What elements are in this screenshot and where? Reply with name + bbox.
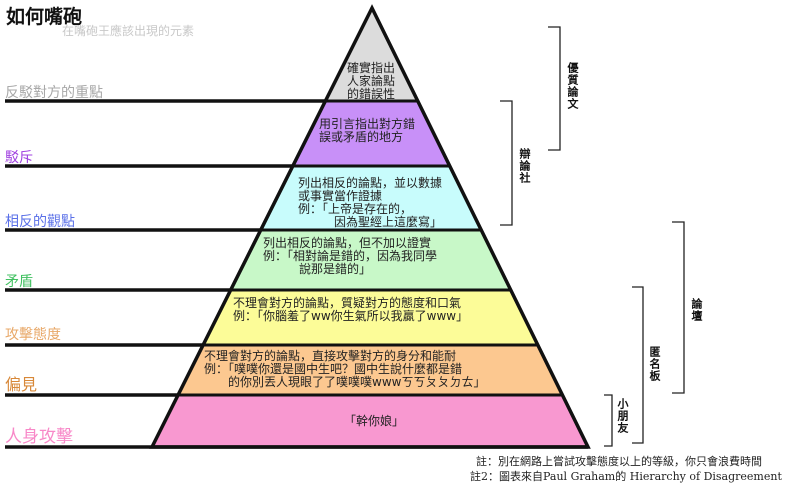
- pyramid-layer-contradiction: [230, 230, 511, 290]
- level-label-name-calling: 人身攻擊: [5, 427, 73, 447]
- footnote-2: 註2：圖表來自Paul Graham的 Hierarchy of Disagre…: [470, 470, 782, 483]
- page-title: 如何嘴砲: [6, 6, 83, 28]
- pyramid-layer-responding-to-tone: [203, 290, 538, 345]
- bracket-label-forum: 論壇: [690, 298, 703, 322]
- level-label-responding-to-tone: 攻擊態度: [5, 327, 61, 343]
- level-label-refutation: 駁斥: [5, 150, 33, 166]
- footnote-1: 註：別在網路上嘗試攻擊態度以上的等級，你只會浪費時間: [476, 455, 762, 468]
- bracket-kids: [604, 394, 613, 447]
- pyramid-layer-name-calling: [152, 395, 588, 447]
- bracket-label-debate-club: 辯論社: [518, 148, 531, 184]
- level-desc-ad-hominem: 不理會對方的論點，直接攻擊對方的身分和能耐 例：「噗噗你還是國中生吧？國中生說什…: [204, 349, 486, 389]
- level-desc-responding-to-tone: 不理會對方的論點，質疑對方的態度和口氣 例：「你腦羞了ww你生氣所以我贏了www…: [233, 296, 469, 323]
- bracket-anonymous-board: [632, 286, 644, 444]
- bracket-label-kids: 小朋友: [616, 398, 629, 434]
- level-desc-counterargument: 列出相反的論點，並以數據 或事實當作證據 例：「上帝是存在的， 因為聖經上這麼寫…: [298, 176, 443, 229]
- bracket-quality-papers: [548, 26, 561, 151]
- bracket-label-quality-papers: 優質論文: [566, 62, 579, 110]
- page-subtitle: 在嘴砲王應該出現的元素: [62, 24, 195, 38]
- level-desc-name-calling: 「幹你娘」: [344, 414, 405, 428]
- bracket-forum: [672, 221, 685, 394]
- pyramid-layer-refutation: [292, 101, 450, 166]
- pyramid-layer-ad-hominem: [178, 345, 563, 395]
- level-desc-refute-central-point: 確實指出 人家論點 的錯誤性: [347, 61, 396, 101]
- pyramid-outline: [149, 4, 591, 449]
- level-label-ad-hominem: 偏見: [5, 375, 38, 394]
- level-label-refute-central-point: 反駁對方的重點: [5, 85, 103, 101]
- bracket-debate-club: [500, 100, 513, 226]
- bracket-label-anonymous-board: 匿名板: [648, 346, 661, 382]
- level-label-contradiction: 矛盾: [5, 274, 33, 290]
- level-desc-refutation: 用引言指出對方錯 誤或矛盾的地方: [319, 117, 416, 144]
- pyramid-layer-counterargument: [260, 166, 482, 230]
- level-label-counterargument: 相反的觀點: [5, 214, 75, 230]
- pyramid-layer-refute-central-point: [325, 8, 418, 101]
- level-desc-contradiction: 列出相反的論點，但不加以證實 例：「相對論是錯的，因為我同學 說那是錯的」: [263, 236, 438, 276]
